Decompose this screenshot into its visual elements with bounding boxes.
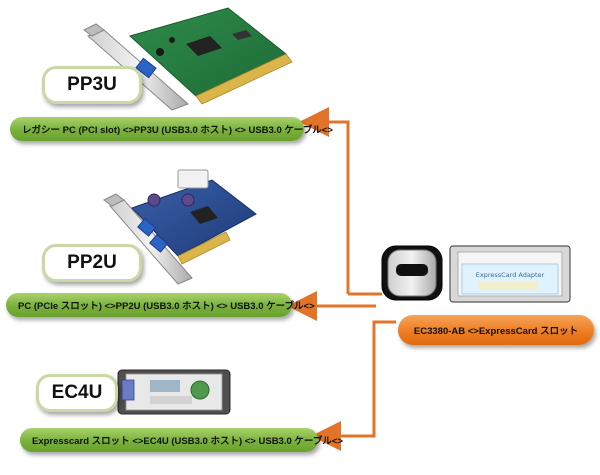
pp3u-card-image (83, 7, 293, 111)
pp2u-name: PP2U (67, 252, 117, 273)
pp2u-description: PC (PCIe スロット) <>PP2U (USB3.0 ホスト) <> US… (18, 301, 315, 312)
arrow-to-ec4u (311, 320, 396, 451)
ec4u-card-image (117, 369, 231, 415)
expresscard-adapter-label: ExpressCard Adapter (476, 271, 545, 279)
arrow-to-pp3u (299, 107, 350, 294)
ec3380-description-bar: EC3380-AB <>ExpressCard スロット (398, 315, 594, 345)
pp2u-name-pill: PP2U (42, 244, 142, 282)
pp3u-description-bar: レガシー PC (PCI slot) <>PP3U (USB3.0 ホスト) <… (10, 117, 333, 141)
pp2u-description-bar: PC (PCIe スロット) <>PP2U (USB3.0 ホスト) <> US… (6, 293, 315, 317)
expresscard-adapter-image: ExpressCard Adapter (449, 245, 571, 303)
usb3-connector-image (381, 245, 443, 301)
ec4u-name: EC4U (51, 382, 103, 403)
ec4u-name-pill: EC4U (36, 374, 118, 412)
connector-arrows (287, 107, 396, 451)
pp3u-description: レガシー PC (PCI slot) <>PP3U (USB3.0 ホスト) <… (22, 125, 333, 136)
pp3u-name: PP3U (67, 74, 117, 95)
ec4u-description: Expresscard スロット <>EC4U (USB3.0 ホスト) <> … (32, 436, 343, 447)
ec4u-description-bar: Expresscard スロット <>EC4U (USB3.0 ホスト) <> … (20, 428, 343, 452)
ec3380-description: EC3380-AB <>ExpressCard スロット (413, 326, 579, 337)
pp3u-name-pill: PP3U (42, 66, 142, 104)
pp2u-card-image (103, 169, 257, 285)
